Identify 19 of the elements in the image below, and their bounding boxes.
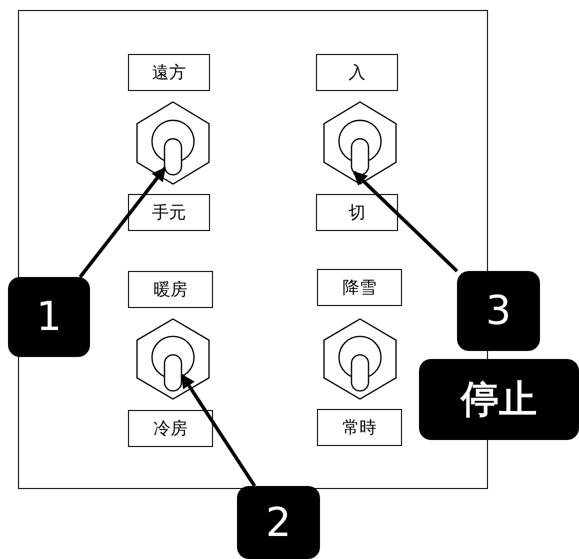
switch-label: 手元 [128, 194, 210, 231]
switch-label: 入 [316, 54, 398, 91]
leader-line [78, 166, 166, 278]
callout-number: 1 [8, 277, 90, 357]
switch-label: 常時 [317, 409, 402, 446]
switch-label: 冷房 [128, 410, 213, 447]
toggle-switch-icon [323, 318, 397, 400]
toggle-switch-icon [136, 318, 210, 400]
switch-label: 遠方 [128, 54, 210, 91]
toggle-switch-icon [323, 101, 397, 185]
switch-label: 暖房 [128, 271, 213, 308]
switch-label: 降雪 [317, 269, 402, 306]
callout-number: 2 [237, 486, 320, 559]
callout-number: 3 [457, 271, 540, 351]
leader-line [352, 170, 458, 272]
toggle-switch-icon [136, 101, 210, 185]
leader-line [180, 374, 256, 487]
switch-label: 切 [316, 194, 398, 231]
status-badge: 停止 [419, 359, 579, 440]
